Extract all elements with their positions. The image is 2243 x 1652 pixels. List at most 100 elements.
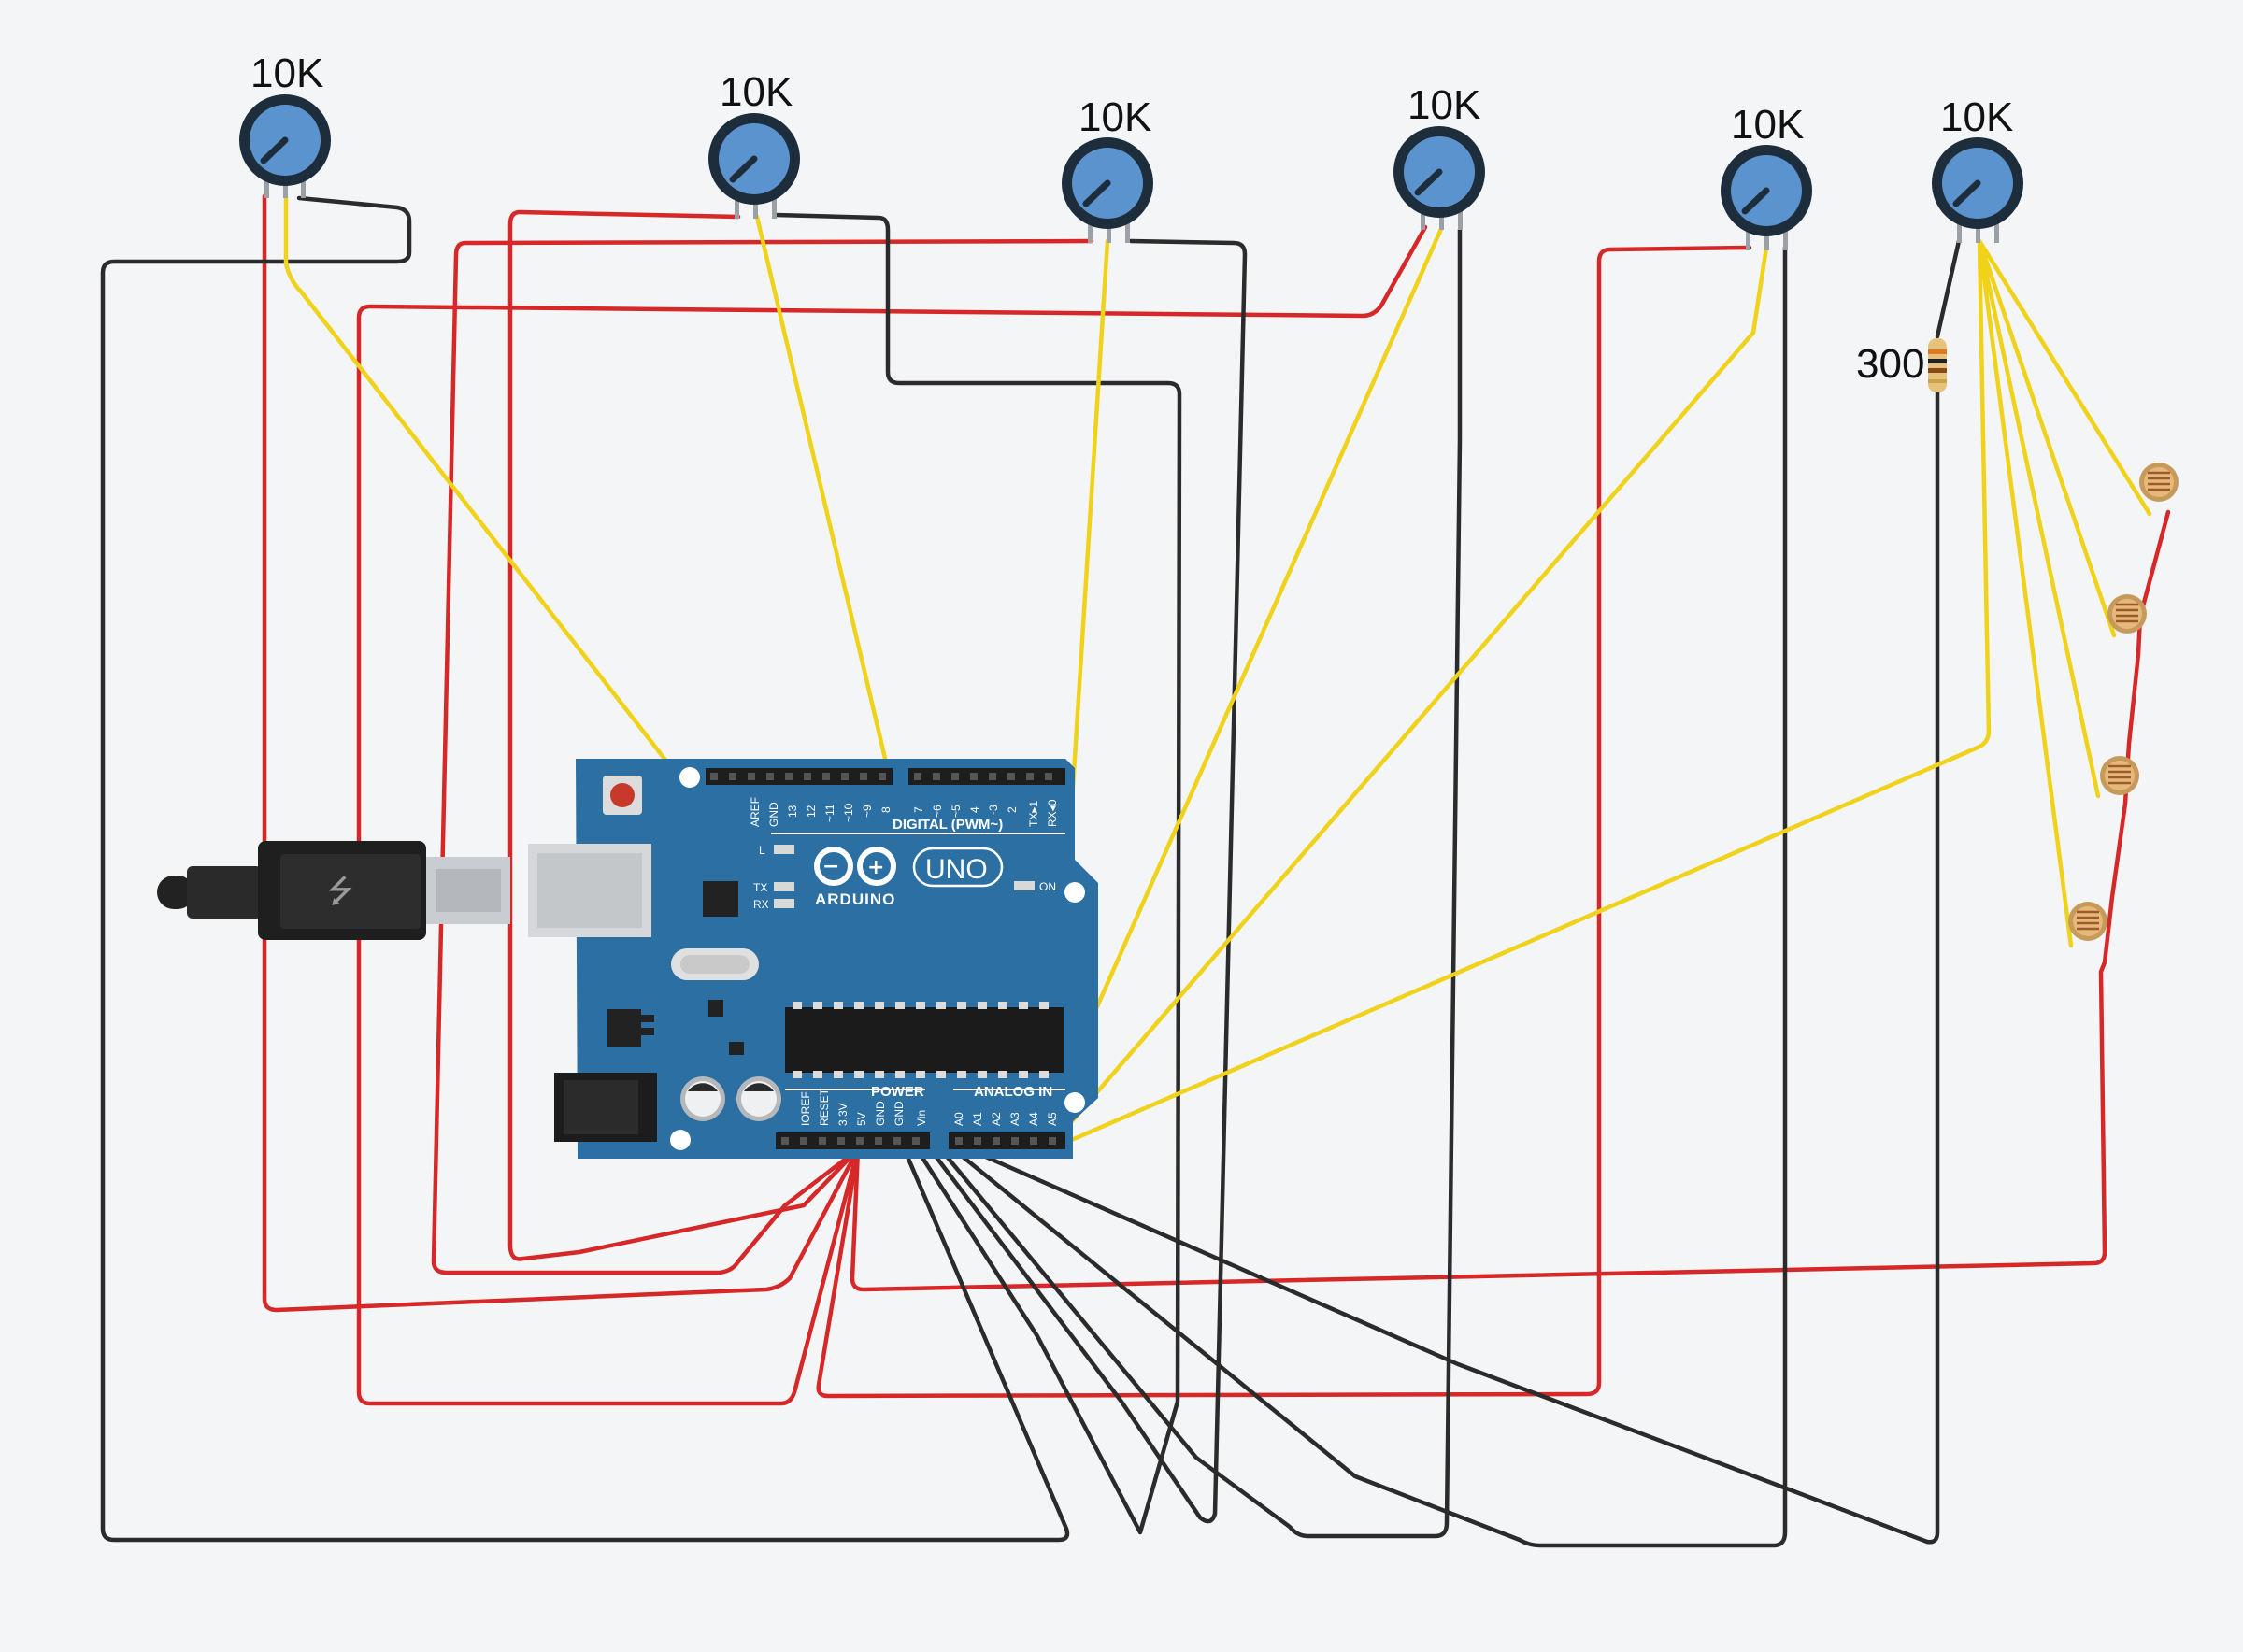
- mounting-hole: [1064, 882, 1085, 903]
- led-label: TX: [753, 881, 767, 894]
- potentiometer-2[interactable]: 10K: [708, 69, 800, 219]
- wire-black-pot6-resistor[interactable]: [962, 238, 1962, 1545]
- wire-red-pot3[interactable]: [431, 238, 1094, 1275]
- board-brand: ARDUINO: [815, 890, 895, 908]
- led-label: ON: [1039, 880, 1056, 893]
- wire-red-pot5[interactable]: [816, 245, 1752, 1399]
- pin-label: 7: [912, 806, 925, 813]
- black-wires: [100, 195, 1962, 1548]
- potentiometer-label: 10K: [1079, 94, 1151, 140]
- wire-yellow-ldr4[interactable]: [1977, 238, 2074, 948]
- atmega-chip: [785, 1007, 1064, 1073]
- pin-label: 5V: [855, 1112, 868, 1126]
- analog-header: [949, 1132, 1065, 1149]
- digital-header-holes: [710, 773, 1052, 780]
- led-on: [1014, 881, 1035, 890]
- digital-header-right: [908, 768, 1065, 785]
- resistor-300[interactable]: 300: [1856, 338, 1947, 392]
- potentiometer-5[interactable]: 10K: [1721, 102, 1812, 250]
- pin-label: IOREF: [799, 1091, 812, 1126]
- pin-label: ~9: [861, 805, 874, 818]
- pin-label: GND: [767, 802, 780, 827]
- photoresistor-2[interactable]: [2107, 594, 2147, 634]
- wire-black-pot5[interactable]: [949, 245, 1788, 1548]
- pin-label: A5: [1046, 1112, 1059, 1126]
- wire-black-pot4[interactable]: [936, 227, 1463, 1539]
- digital-header-left: [706, 768, 893, 785]
- wire-black-pot3[interactable]: [926, 238, 1248, 1524]
- wire-red-pot1[interactable]: [262, 193, 861, 1313]
- analog-header-label: ANALOG IN: [974, 1084, 1052, 1100]
- pin-label: A2: [990, 1112, 1003, 1126]
- pin-label: RX◂0: [1046, 799, 1059, 827]
- pin-label: ~5: [950, 805, 963, 818]
- led-label: RX: [753, 898, 769, 911]
- led-rx: [774, 899, 794, 908]
- wire-black-pot2[interactable]: [773, 212, 1182, 1535]
- pin-label: GND: [893, 1101, 906, 1126]
- potentiometer-4[interactable]: 10K: [1393, 82, 1485, 230]
- pin-label: 12: [805, 805, 818, 818]
- power-header-label: POWER: [871, 1084, 924, 1100]
- pin-label: Vin: [915, 1110, 928, 1126]
- pin-label: ~3: [987, 805, 1000, 818]
- digital-header-label: DIGITAL (PWM~): [893, 817, 1003, 833]
- photoresistor-1[interactable]: [2139, 463, 2179, 502]
- pin-label: A3: [1008, 1112, 1021, 1126]
- led-tx: [774, 882, 794, 891]
- wire-yellow-ldr1[interactable]: [1977, 238, 2152, 517]
- potentiometer-label: 10K: [250, 50, 323, 96]
- pin-label: RESET: [818, 1088, 831, 1126]
- wire-yellow-ldr3[interactable]: [1977, 238, 2101, 799]
- pin-label: ~6: [931, 805, 944, 818]
- svg-text:−: −: [822, 855, 839, 878]
- power-pin-labels: IOREF RESET 3.3V 5V GND GND Vin: [799, 1088, 928, 1126]
- arduino-uno-board[interactable]: AREF GND 13 12 ~11 ~10 ~9 8 7 ~6 ~5 4 ~3…: [528, 759, 1098, 1159]
- led-l: [774, 845, 794, 854]
- pin-label: 13: [786, 805, 799, 818]
- usb-symbol-icon: ⭍: [327, 873, 353, 910]
- photoresistor-3[interactable]: [2100, 756, 2139, 795]
- wire-yellow-pot6[interactable]: [1064, 238, 1992, 1145]
- photoresistor-4[interactable]: [2068, 902, 2107, 941]
- potentiometer-3[interactable]: 10K: [1062, 94, 1153, 243]
- wire-red-pot2[interactable]: [507, 209, 861, 1261]
- mounting-hole: [679, 767, 700, 788]
- voltage-regulator: [607, 1009, 641, 1047]
- pin-label: 8: [879, 806, 893, 813]
- wire-yellow-pot5[interactable]: [1051, 245, 1769, 1145]
- usb-cable[interactable]: ⭍: [157, 841, 510, 940]
- digital-pin-labels: AREF GND 13 12 ~11 ~10 ~9 8 7 ~6 ~5 4 ~3…: [749, 797, 1059, 827]
- pin-label: A0: [952, 1112, 965, 1126]
- red-wires: [262, 193, 2171, 1406]
- board-model: UNO: [925, 854, 988, 885]
- potentiometer-label: 10K: [1940, 94, 2013, 140]
- pin-label: A4: [1027, 1112, 1040, 1126]
- potentiometer-1[interactable]: 10K: [239, 50, 331, 198]
- usb-chip: [703, 881, 738, 917]
- pin-label: TX▸1: [1027, 801, 1040, 827]
- pin-label: 4: [968, 806, 981, 813]
- analog-pin-labels: A0 A1 A2 A3 A4 A5: [952, 1112, 1059, 1126]
- potentiometer-label: 10K: [1407, 82, 1480, 128]
- uno-badge: [912, 847, 1004, 888]
- pin-label: GND: [874, 1101, 887, 1126]
- potentiometer-6[interactable]: 10K: [1932, 94, 2023, 243]
- pin-label: ~11: [823, 804, 836, 822]
- wire-black-pot1[interactable]: [100, 195, 1070, 1543]
- mounting-hole: [1064, 1092, 1085, 1113]
- svg-text:+: +: [867, 856, 884, 879]
- power-header: [776, 1132, 930, 1149]
- yellow-wires: [283, 195, 2152, 1145]
- pin-label: 2: [1006, 806, 1019, 813]
- pin-label: 3.3V: [836, 1103, 850, 1126]
- mounting-hole: [670, 1130, 691, 1150]
- wire-red-ldr-chain[interactable]: [850, 509, 2171, 1292]
- potentiometer-label: 10K: [1731, 102, 1804, 148]
- wire-yellow-pot1[interactable]: [283, 195, 965, 1145]
- pin-label: ~10: [842, 803, 855, 822]
- wire-yellow-ldr2[interactable]: [1977, 238, 2117, 638]
- potentiometer-label: 10K: [720, 69, 793, 115]
- wire-yellow-pot4[interactable]: [1035, 226, 1444, 1145]
